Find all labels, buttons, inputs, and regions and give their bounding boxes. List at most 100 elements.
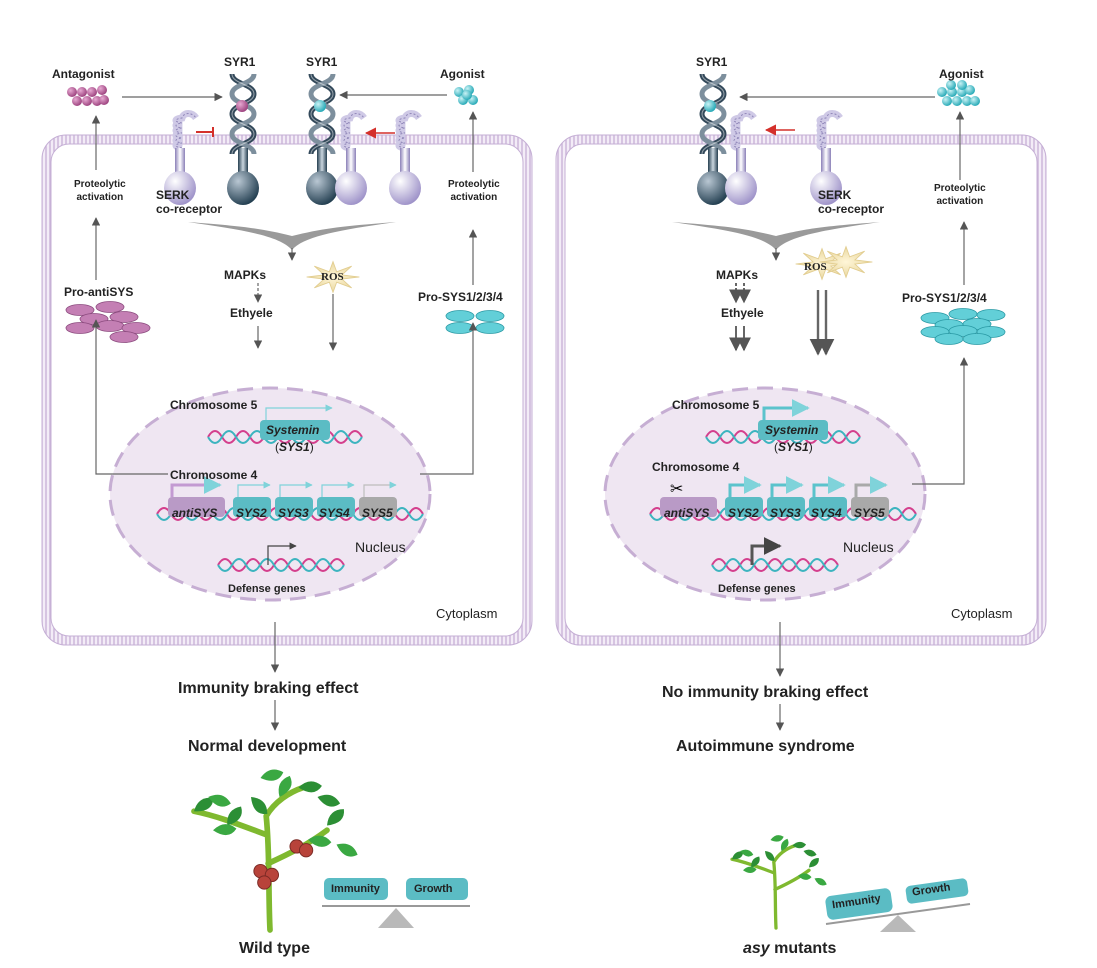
left-bound-agonist: [314, 100, 326, 112]
transmembrane-stalk: [821, 148, 831, 174]
left-serk-ecto-a: [172, 110, 199, 152]
plant-leaf: [308, 835, 332, 847]
propeptide-ellipse: [475, 310, 505, 322]
systemin-gene-right: Systemin: [765, 423, 819, 437]
left-antisys-box: [168, 497, 225, 517]
sys1-label-right: (SYS1): [774, 440, 813, 454]
chromosome4-label-right: Chromosome 4: [652, 460, 740, 474]
receptor-strand: [699, 73, 727, 155]
antisys-gene-left: antiSYS: [172, 506, 218, 520]
sys2-gene-right: SYS2: [728, 506, 759, 520]
peptide-dot: [454, 87, 464, 97]
left-systemin-box: [260, 420, 330, 440]
left-syr1-receptor-b: [308, 73, 336, 155]
right-asy-mutant-plant: [730, 835, 827, 930]
plant-leaf: [742, 866, 757, 874]
wild-type-label: Wild type: [239, 940, 310, 957]
defense-genes-label-left: Defense genes: [228, 583, 306, 595]
right-ros-burst-b: [819, 245, 873, 279]
left-sys2-promoter: [237, 481, 271, 497]
ethylene-label-right: Ethyele: [721, 306, 764, 320]
right-serk-kinase-a: [725, 148, 757, 205]
right-sys5-box: [851, 497, 889, 517]
left-to-pro-antisys-arrow: [91, 319, 168, 475]
right-balance-beam: [825, 903, 971, 925]
syr1-label-right: SYR1: [696, 55, 728, 69]
ethylene-label-left: Ethyele: [230, 306, 273, 320]
agonist-label-left: Agonist: [440, 67, 485, 81]
kinase-domain: [335, 171, 367, 205]
propeptide-ellipse: [95, 301, 125, 313]
dna-strand-a: [711, 558, 839, 572]
left-nucleus: [108, 386, 432, 602]
left-antisys-promoter: [170, 476, 222, 497]
kinase-domain: [810, 171, 842, 205]
propeptide-ellipse: [95, 320, 125, 332]
propeptide-ellipse: [445, 322, 475, 334]
pro-sys-label-left: Pro-SYS1/2/3/4: [418, 290, 503, 304]
kinase-domain: [389, 171, 421, 205]
pro-sys-label-right: Pro-SYS1/2/3/4: [902, 291, 987, 305]
right-bound-agonist: [704, 100, 716, 112]
coreceptor-ecto: [395, 110, 422, 152]
right-antisys-box: [660, 497, 717, 517]
plant-leaf: [250, 796, 268, 815]
chromosome5-label-right: Chromosome 5: [672, 398, 760, 412]
propeptide-ellipse: [65, 304, 95, 316]
ros-label-right: ROS: [804, 261, 827, 273]
receptor-strand-highlight: [231, 73, 255, 155]
right-immunity-box: [825, 888, 893, 920]
left-serk-kinase-a: [164, 148, 196, 205]
dna-strand-a: [705, 430, 861, 444]
nucleus-label-left: Nucleus: [355, 539, 406, 555]
plant-leaf: [792, 841, 807, 849]
kinase-domain: [697, 171, 729, 205]
peptide-dot: [946, 80, 956, 90]
right-sys3-box: [767, 497, 805, 517]
left-immunity-box: [324, 878, 388, 900]
left-sys4-box: [317, 497, 355, 517]
propeptide-ellipse: [121, 322, 151, 334]
plant-leaf: [770, 835, 784, 842]
balance-growth-left: Growth: [414, 883, 453, 895]
right-syr1-receptor: [699, 73, 727, 155]
scissors-icon: ✂: [670, 479, 683, 498]
sys3-gene-left: SYS3: [278, 506, 309, 520]
left-defense-promoter: [267, 542, 297, 565]
tomato-fruit: [298, 843, 314, 858]
defense-genes-label-right: Defense genes: [718, 583, 796, 595]
plant-leaf: [336, 843, 358, 857]
right-sys2-promoter: [728, 476, 762, 497]
sys4-gene-left: SYS4: [319, 506, 350, 520]
sys5-gene-left: SYS5: [362, 506, 393, 520]
plant-leaf: [814, 877, 827, 886]
peptide-dot: [77, 87, 87, 97]
left-ros-burst: [306, 260, 360, 294]
left-to-pro-sys-arrow: [420, 322, 478, 475]
kinase-domain: [306, 171, 338, 205]
transmembrane-stalk: [175, 148, 185, 174]
nucleus-label-right: Nucleus: [843, 539, 894, 555]
left-systemin-promoter: [265, 404, 333, 420]
coreceptor-ecto: [172, 110, 199, 152]
propeptide-ellipse: [445, 310, 475, 322]
balance-immunity-left: Immunity: [331, 883, 380, 895]
sys3-gene-right: SYS3: [770, 506, 801, 520]
propeptide-ellipse: [962, 333, 992, 345]
right-serk-ecto-a: [730, 110, 757, 152]
receptor-strand: [229, 73, 257, 155]
receptor-strand-highlight: [701, 73, 725, 155]
left-syr1-kinase-b: [306, 148, 338, 205]
peptide-dot: [97, 85, 107, 95]
wild-type-panel: [41, 73, 533, 933]
peptide-dot: [957, 87, 967, 97]
left-serk-kinase-c: [389, 148, 421, 205]
dna-strand-b: [711, 558, 839, 572]
plant-leaf: [798, 873, 812, 880]
right-growth-box: [905, 878, 969, 904]
left-balance-fulcrum: [378, 908, 414, 928]
right-sys3-promoter: [770, 476, 804, 497]
plant-leaf: [208, 794, 231, 807]
